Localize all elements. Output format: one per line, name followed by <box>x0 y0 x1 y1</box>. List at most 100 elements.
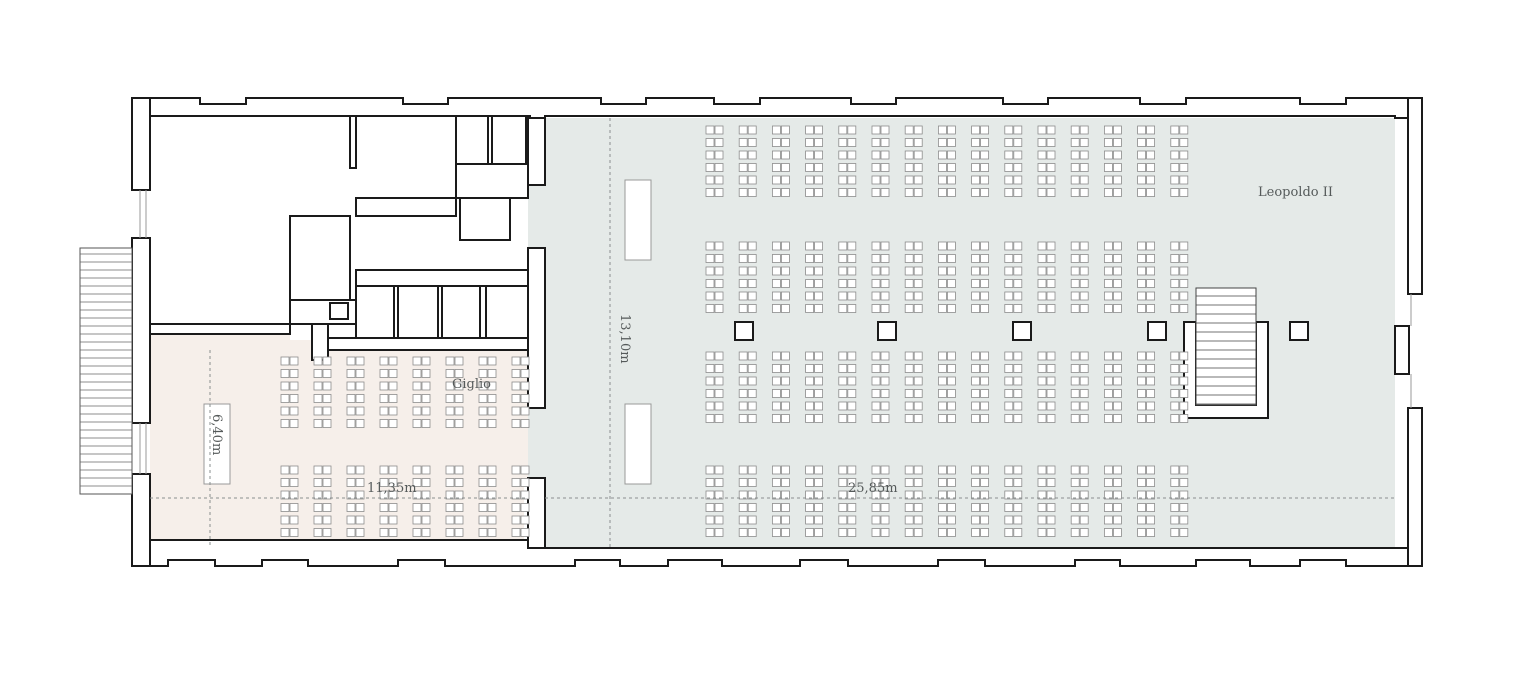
chair <box>980 503 989 512</box>
chair <box>714 414 724 423</box>
chair <box>1170 389 1180 398</box>
chair <box>838 254 848 263</box>
chair <box>1146 478 1155 487</box>
chair <box>904 254 914 263</box>
chair <box>1037 279 1047 288</box>
chair <box>280 503 290 512</box>
chair <box>1079 188 1089 197</box>
chair <box>322 394 332 403</box>
chair <box>705 254 715 263</box>
chair <box>971 503 980 512</box>
chair <box>1013 175 1023 185</box>
chair <box>511 478 521 487</box>
chair <box>355 478 365 487</box>
chair <box>1179 163 1189 172</box>
pillar <box>1289 321 1309 341</box>
chair <box>847 163 857 172</box>
chair <box>355 515 365 525</box>
chair <box>814 291 823 301</box>
chair <box>772 364 781 373</box>
chair <box>1179 376 1189 386</box>
chair <box>1046 503 1056 512</box>
chair <box>814 376 823 386</box>
chair <box>1070 478 1080 487</box>
chair <box>871 528 881 537</box>
chair <box>705 528 715 537</box>
chair <box>814 188 823 197</box>
chair <box>454 478 464 487</box>
chair <box>1113 376 1122 386</box>
pillar <box>734 321 754 341</box>
chair <box>880 266 890 276</box>
chair <box>1013 478 1023 487</box>
chair <box>1070 175 1080 185</box>
chair <box>1013 401 1023 411</box>
chair <box>379 478 389 487</box>
chair <box>1170 478 1180 487</box>
chair <box>805 465 814 475</box>
chair <box>971 376 980 386</box>
dimension-label-leopoldo-depth: 13,10m <box>617 314 632 364</box>
chair <box>1046 175 1056 185</box>
chair <box>1113 150 1122 160</box>
chair <box>421 381 431 391</box>
chair <box>412 419 422 428</box>
chair <box>1146 414 1155 423</box>
chair <box>1137 414 1146 423</box>
chair <box>1146 188 1155 197</box>
chair <box>1146 266 1155 276</box>
chair <box>781 125 790 135</box>
chair <box>1146 465 1155 475</box>
outer-walls <box>131 97 1423 567</box>
chair <box>980 175 989 185</box>
chair <box>904 465 914 475</box>
wall-service-horizontal-2 <box>355 269 529 287</box>
chair <box>904 478 914 487</box>
chair <box>913 478 923 487</box>
chair <box>947 138 956 147</box>
chair <box>1137 138 1146 147</box>
chair <box>1070 351 1080 361</box>
chair <box>1037 528 1047 537</box>
chair <box>412 528 422 537</box>
outer-wall-left-upper <box>131 97 151 191</box>
chair <box>1046 150 1056 160</box>
chair <box>947 291 956 301</box>
chair <box>938 351 947 361</box>
chair <box>747 351 757 361</box>
chair <box>738 254 748 263</box>
chair <box>388 503 398 512</box>
chair <box>871 138 881 147</box>
chair <box>511 406 521 416</box>
chair <box>412 369 422 378</box>
chair <box>1079 291 1089 301</box>
chair <box>322 515 332 525</box>
chair <box>1179 515 1189 525</box>
wall-service-vertical-1 <box>349 115 357 169</box>
chair <box>772 304 781 313</box>
chair <box>938 503 947 512</box>
wall-leopoldo-left-1 <box>527 117 546 186</box>
chair <box>1104 254 1113 263</box>
chair <box>714 254 724 263</box>
chair <box>313 356 323 366</box>
chair <box>747 241 757 251</box>
chair <box>772 376 781 386</box>
chair <box>1037 125 1047 135</box>
chair <box>705 465 715 475</box>
chair <box>1137 364 1146 373</box>
chair <box>1070 150 1080 160</box>
chair <box>355 381 365 391</box>
table-lower <box>624 403 652 485</box>
chair <box>871 351 881 361</box>
chair <box>714 304 724 313</box>
chair <box>747 175 757 185</box>
chair <box>781 254 790 263</box>
chair <box>511 465 521 475</box>
chair <box>346 528 356 537</box>
chair <box>1170 254 1180 263</box>
chair <box>1079 351 1089 361</box>
chair <box>814 351 823 361</box>
wall-leopoldo-left-3 <box>527 477 546 549</box>
chair <box>913 175 923 185</box>
